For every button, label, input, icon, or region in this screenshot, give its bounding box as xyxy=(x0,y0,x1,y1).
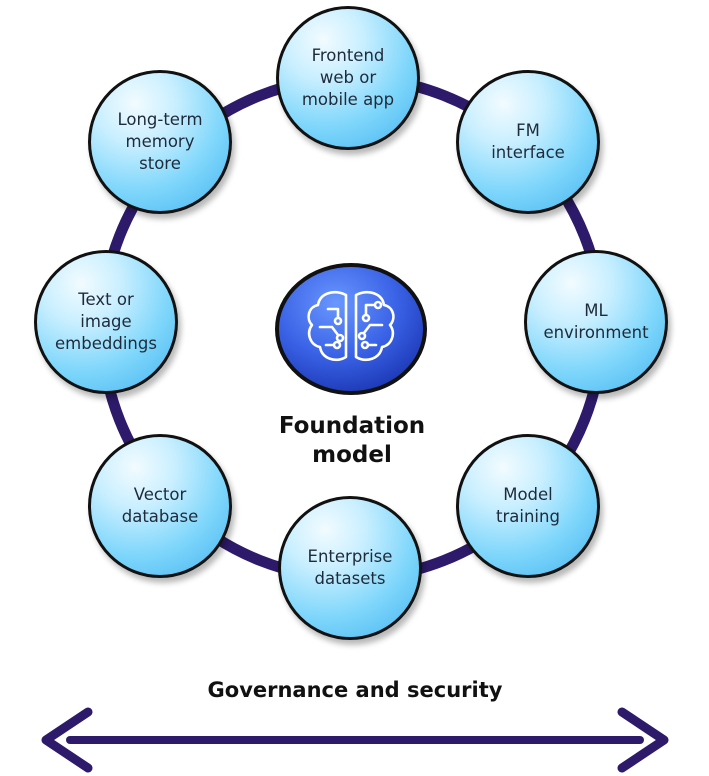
brain-circuit-icon xyxy=(307,291,395,361)
node-memory-store-label: Long-term memory store xyxy=(117,110,203,173)
node-model-training-label: Model training xyxy=(496,485,560,526)
node-vector-database: Vector database xyxy=(88,434,232,578)
node-fm-interface-label: FM interface xyxy=(491,121,565,162)
node-embeddings: Text or image embeddings xyxy=(34,250,178,394)
node-enterprise-datasets-label: Enterprise datasets xyxy=(307,547,393,588)
foundation-model-title: Foundation model xyxy=(278,413,426,468)
node-memory-store: Long-term memory store xyxy=(88,70,232,214)
node-model-training: Model training xyxy=(456,434,600,578)
node-ml-environment-label: ML environment xyxy=(543,301,649,342)
node-ml-environment: ML environment xyxy=(524,250,668,394)
governance-label: Governance and security xyxy=(207,678,503,702)
node-fm-interface: FM interface xyxy=(456,70,600,214)
double-headed-arrow-icon xyxy=(41,707,669,773)
node-enterprise-datasets: Enterprise datasets xyxy=(278,496,422,640)
node-embeddings-label: Text or image embeddings xyxy=(55,290,157,353)
node-frontend-app-label: Frontend web or mobile app xyxy=(301,46,395,109)
node-frontend-app: Frontend web or mobile app xyxy=(276,6,420,150)
node-vector-database-label: Vector database xyxy=(121,485,199,526)
foundation-model-icon xyxy=(275,263,427,395)
